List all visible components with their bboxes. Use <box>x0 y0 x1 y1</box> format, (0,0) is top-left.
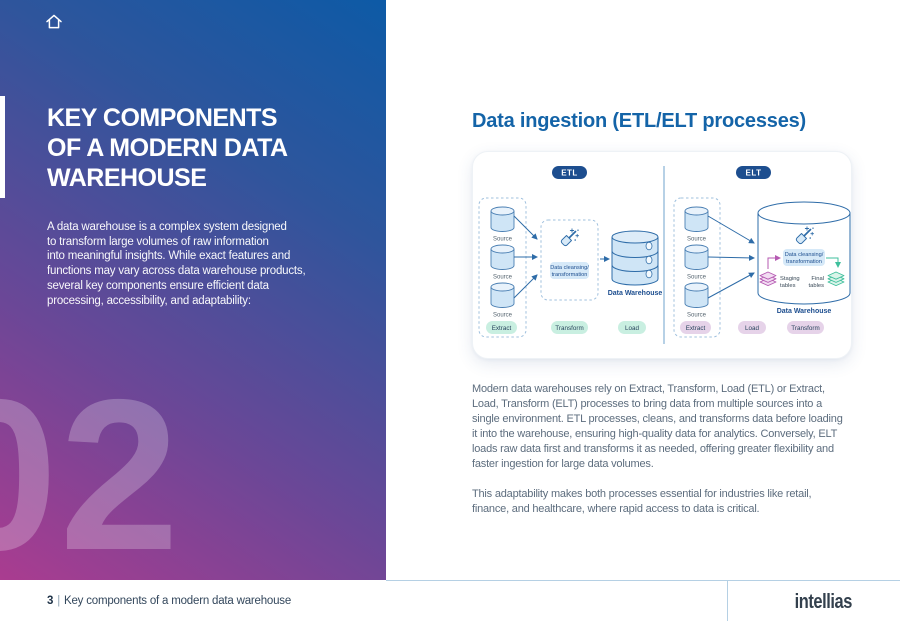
step-pill-extract <box>486 321 517 334</box>
heading-accent-bar <box>0 96 5 198</box>
database-icon <box>490 282 515 308</box>
staging-label: Staging <box>780 276 800 282</box>
elt-badge-label: ELT <box>745 169 761 178</box>
body-paragraph-1: Modern data warehouses rely on Extract, … <box>472 383 843 470</box>
final-arrow <box>826 257 841 268</box>
database-icon <box>684 282 709 308</box>
etl-flow: ETL Source Source Source Data cleansing/… <box>478 166 663 338</box>
final-tables-icon <box>827 271 845 287</box>
footer-vertical-divider <box>727 580 728 621</box>
etl-elt-diagram: ETL Source Source Source Data cleansing/… <box>478 166 851 344</box>
staging-arrow <box>767 255 781 269</box>
flow-arrow <box>513 274 538 299</box>
source-label: Source <box>493 313 513 319</box>
step-label: Extract <box>686 325 706 332</box>
source-label: Source <box>493 275 513 281</box>
etl-transform-box <box>540 219 599 301</box>
footer-horizontal-divider <box>386 580 900 581</box>
cleansing-label: transformation <box>552 272 588 278</box>
body-paragraph-2: This adaptability makes both processes e… <box>472 488 812 515</box>
staging-label: tables <box>780 283 796 289</box>
flow-arrow <box>707 272 755 299</box>
elt-sources-box <box>673 197 721 338</box>
intro-paragraph: A data warehouse is a complex system des… <box>47 221 306 307</box>
database-icon <box>490 206 515 232</box>
cleansing-icon <box>560 227 580 247</box>
cleansing-label: transformation <box>786 259 822 265</box>
warehouse-label: Data Warehouse <box>608 290 663 297</box>
flow-arrow <box>707 215 755 244</box>
database-icon <box>490 244 515 270</box>
source-label: Source <box>687 313 707 319</box>
final-label: tables <box>809 283 825 289</box>
etl-elt-diagram-card: ETL Source Source Source Data cleansing/… <box>472 151 852 359</box>
step-label: Load <box>745 325 760 332</box>
step-pill-transform <box>551 321 588 334</box>
footer-separator: | <box>57 595 60 607</box>
database-icon <box>684 244 709 270</box>
elt-badge <box>736 166 771 179</box>
step-pill-extract <box>680 321 711 334</box>
staging-tables-icon <box>759 271 777 287</box>
step-label: Transform <box>791 325 819 332</box>
footer-doc-title: Key components of a modern data warehous… <box>64 595 292 607</box>
flow-arrow <box>513 215 538 240</box>
etl-badge <box>552 166 587 179</box>
page-number: 3 <box>47 595 54 607</box>
cleansing-label: Data cleansing/ <box>785 252 824 258</box>
etl-sources-box <box>478 197 527 338</box>
step-label: Extract <box>492 325 512 332</box>
flow-arrow <box>707 254 755 261</box>
step-pill-load <box>618 321 646 334</box>
step-label: Transform <box>555 325 583 332</box>
final-label: Final <box>811 276 824 282</box>
database-icon <box>684 206 709 232</box>
cleansing-pill <box>550 262 589 279</box>
cleansing-pill <box>783 249 825 266</box>
warehouse-label: Data Warehouse <box>777 308 832 315</box>
source-label: Source <box>687 237 707 243</box>
cleansing-label: Data cleansing/ <box>550 265 589 271</box>
etl-badge-label: ETL <box>561 169 578 178</box>
intellias-logo: intellias <box>794 591 853 613</box>
source-label: Source <box>493 237 513 243</box>
section-number: 02 <box>0 354 182 580</box>
source-label: Source <box>687 275 707 281</box>
step-label: Load <box>625 325 640 332</box>
elt-flow: ELT Source Source Source Data cleansing/ <box>673 166 851 338</box>
step-pill-load <box>738 321 766 334</box>
content-heading: Data ingestion (ETL/ELT processes) <box>472 110 807 132</box>
home-icon[interactable] <box>45 13 63 31</box>
warehouse-icon <box>611 230 659 286</box>
step-pill-transform <box>787 321 824 334</box>
footer-page-info: 3| Key components of a modern data wareho… <box>47 595 291 607</box>
